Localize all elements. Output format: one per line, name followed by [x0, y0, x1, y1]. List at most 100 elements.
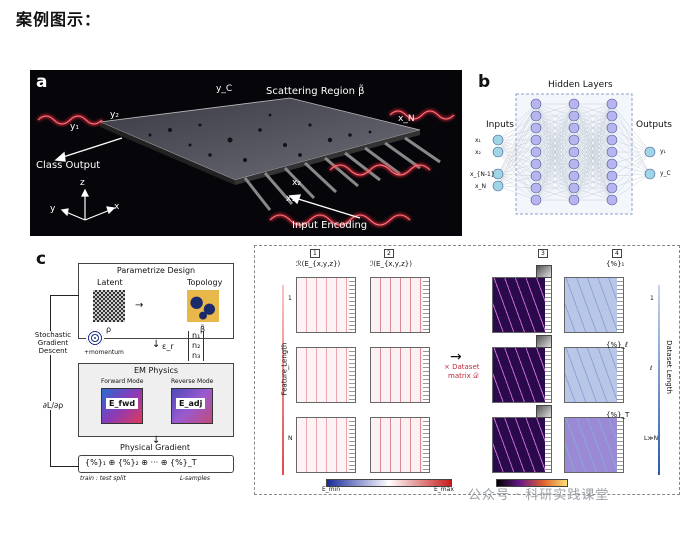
down-arrow-1: ↓ [152, 339, 161, 350]
dataset-matrix-label-2: matrix 𝒟 [448, 372, 479, 380]
nn-edge [497, 163, 537, 187]
nn-edge [497, 127, 537, 153]
nn-edge [611, 151, 651, 189]
panel-edge-strip [545, 418, 551, 472]
rho-label: ρ [106, 325, 112, 334]
nn-hidden-node [568, 158, 580, 170]
nn-edge [497, 103, 537, 141]
nn-hidden-node [530, 146, 542, 158]
nn-hidden-node [606, 98, 618, 110]
input-xn-label: x_N [398, 114, 415, 124]
nn-edge [611, 127, 651, 175]
dataset-frame [254, 245, 680, 495]
panel-b-letter: b [478, 72, 491, 92]
nn-edge [535, 151, 575, 201]
nn-input-node [492, 146, 504, 158]
nn-input-node [492, 180, 504, 192]
n2-label: n₂ [192, 341, 201, 350]
input-node-label-2: x₂ [475, 149, 481, 156]
nn-edge [535, 103, 575, 129]
nn-edge [611, 115, 651, 153]
colorbar-intensity [496, 479, 568, 487]
panel-edge-strip [423, 418, 429, 472]
colorbar-min-label: E_min [322, 486, 341, 493]
panel-a-figure: a Scattering Region β̃ Class Output Inpu… [30, 70, 462, 236]
physical-gradient-label: Physical Gradient [120, 443, 190, 452]
nn-edge [573, 175, 613, 201]
panel-edge-strip [349, 418, 355, 472]
nn-edge [497, 139, 537, 153]
imag-field-panel [370, 347, 430, 403]
nn-edge [573, 103, 613, 117]
nn-hidden-node [606, 158, 618, 170]
nn-hidden-node [606, 134, 618, 146]
nn-hidden-node [530, 170, 542, 182]
nn-edge [573, 127, 613, 201]
nn-edge [497, 103, 537, 175]
panel-edge-strip [617, 348, 623, 402]
col4-number: 4 [612, 249, 622, 258]
nn-edge [535, 103, 575, 153]
sgd-line-2: Gradient [37, 339, 69, 347]
nn-edge [497, 185, 537, 189]
nn-edge [497, 115, 537, 153]
col2-number: 2 [384, 249, 394, 258]
nn-edge [573, 103, 613, 201]
nn-edge [497, 139, 537, 187]
class-output-label: Class Output [36, 160, 101, 171]
real-field-panel [296, 277, 356, 333]
nn-output-node [644, 168, 656, 180]
nn-hidden-node [568, 194, 580, 206]
nn-edge [497, 151, 537, 189]
intensity-field-panel [492, 277, 552, 333]
nn-edge [535, 115, 575, 201]
nn-edge [573, 103, 613, 141]
panel-edge-strip [423, 348, 429, 402]
momentum-icon [86, 329, 104, 347]
nn-edge [573, 103, 613, 153]
row-label-3: N [288, 435, 293, 442]
nn-edge [497, 151, 537, 187]
nn-edge [611, 173, 651, 189]
sample-thumbnail [536, 405, 552, 418]
panel-edge-strip [349, 278, 355, 332]
nn-hidden-node [606, 146, 618, 158]
col1-number: 1 [310, 249, 320, 258]
output-node-label-1: y₁ [660, 148, 666, 155]
scattering-region-label: Scattering Region β̃ [266, 86, 365, 97]
l-samples-label: L-samples [180, 475, 210, 482]
nn-edge [497, 151, 537, 165]
nn-hidden-node [568, 170, 580, 182]
nn-edge [497, 103, 537, 153]
sgd-loop-line [50, 295, 79, 467]
train-test-label: train : test split [80, 475, 126, 482]
nn-hidden-node [530, 134, 542, 146]
input-node-label-3: x_{N-1} [470, 171, 495, 178]
latent-image [93, 290, 125, 322]
nn-hidden-node [606, 110, 618, 122]
nn-hidden-node [530, 122, 542, 134]
nn-edge [497, 151, 537, 201]
nn-edge [611, 103, 651, 153]
beta-label: β̃ [200, 325, 206, 334]
col4-title-2: {%}_ℓ [606, 341, 628, 349]
nn-edge [573, 103, 613, 165]
momentum-label: +momentum [84, 349, 124, 356]
nn-hidden-node [568, 110, 580, 122]
nn-edge [611, 151, 651, 175]
dataset-length-label: Dataset Length [664, 340, 673, 394]
intensity-field-panel [492, 347, 552, 403]
sgd-line-1: Stochastic [34, 331, 72, 339]
latent-label: Latent [97, 278, 123, 287]
input-node-label-1: x₁ [475, 137, 481, 144]
nn-edge [535, 103, 575, 165]
nn-hidden-node [530, 182, 542, 194]
colorbar-max-label: E_max [434, 486, 454, 493]
nn-edge [535, 139, 575, 201]
axis-y-label: y [50, 204, 56, 214]
panel-b-figure: b Hidden Layers Inputs Outputs x₁ x₂ x_{… [470, 70, 680, 236]
nn-edge [611, 151, 651, 177]
reverse-mode-label: Reverse Mode [171, 378, 214, 385]
nn-hidden-node [568, 146, 580, 158]
nn-edge [611, 139, 651, 175]
